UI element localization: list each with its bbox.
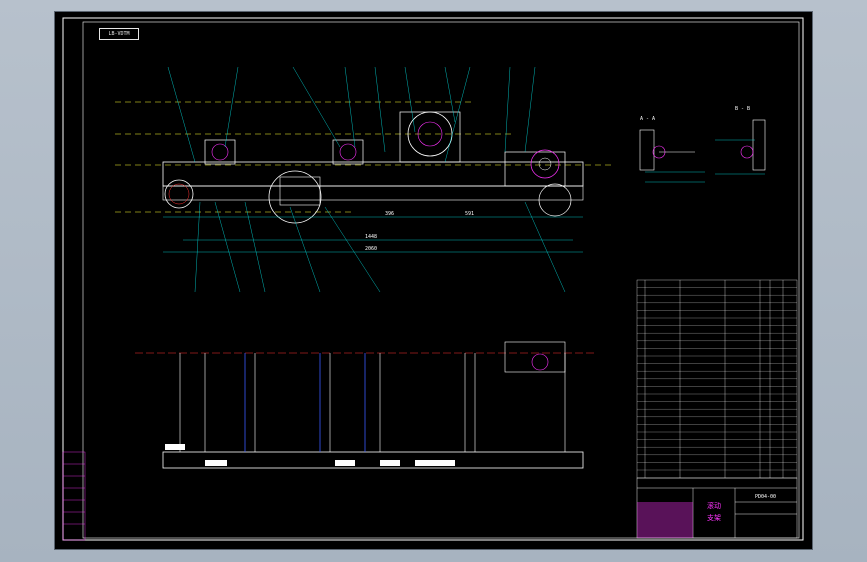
dim-w2: 591	[465, 211, 474, 217]
section-a-view: A - A	[639, 116, 705, 183]
title-block-signature-area	[637, 502, 693, 538]
parts-list	[636, 279, 798, 479]
section-a-label: A - A	[640, 116, 655, 122]
title-block	[636, 477, 798, 539]
drawing-title-2: 支架	[707, 513, 721, 522]
front-elevation-view: 1448 2060 396 591	[115, 66, 615, 293]
section-b-view: B - B	[715, 106, 766, 175]
outer-border	[62, 17, 804, 541]
dim-w1: 396	[385, 211, 394, 217]
drawing-title-1: 滚动	[707, 501, 721, 510]
engineering-drawing: 1448 2060 396 591	[62, 17, 804, 541]
revision-table	[62, 451, 86, 541]
drawing-tab-label: LB-VDTM	[99, 28, 139, 40]
drawing-viewport[interactable]: 1448 2060 396 591	[54, 11, 813, 550]
inner-border	[82, 21, 800, 539]
section-b-label: B - B	[735, 106, 750, 112]
drawing-number: PD04-00	[755, 494, 776, 500]
dim-total: 1448	[365, 234, 377, 240]
dim-overall: 2060	[365, 246, 377, 252]
parts-list-rows	[637, 287, 797, 471]
plan-view	[135, 341, 595, 469]
